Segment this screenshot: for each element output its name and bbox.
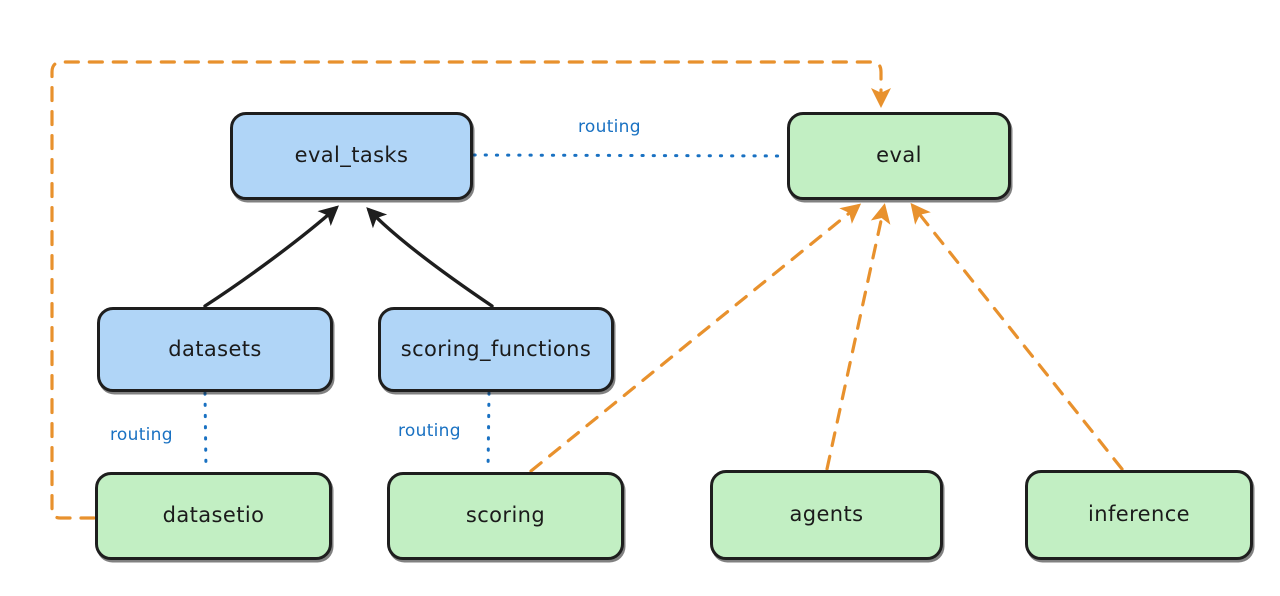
node-label-datasetio: datasetio [162,503,265,528]
node-label-inference: inference [1088,502,1190,527]
edge-label-routing-datasets-datasetio: routing [110,425,173,445]
edge-label-routing-scoring_functions-scoring: routing [398,421,461,441]
edge-label-routing-eval_tasks-eval: routing [578,117,641,137]
node-label-eval: eval [876,143,922,168]
node-label-scoring: scoring [465,503,546,528]
node-inference[interactable]: inference [1025,470,1253,560]
node-agents[interactable]: agents [710,470,943,560]
node-eval_tasks[interactable]: eval_tasks [230,112,473,200]
edge-datasets-to-datasetio [203,391,208,473]
node-datasets[interactable]: datasets [97,307,333,392]
edge-datasetio-to-eval [50,60,891,520]
edge-scoring_functions-to-eval_tasks [366,207,494,308]
edge-agents-to-eval [825,203,891,471]
edge-datasets-to-eval_tasks [203,205,339,308]
node-label-scoring_functions: scoring_functions [400,336,592,361]
node-datasetio[interactable]: datasetio [95,472,332,560]
node-scoring_functions[interactable]: scoring_functions [378,307,614,392]
node-eval[interactable]: eval [787,112,1011,200]
edge-inference-to-eval [910,202,1124,471]
node-label-agents: agents [789,502,864,527]
node-scoring[interactable]: scoring [387,472,624,560]
edge-scoring_functions-to-scoring [486,391,491,473]
node-label-datasets: datasets [168,336,262,361]
node-label-eval_tasks: eval_tasks [294,143,409,168]
edge-eval_tasks-to-eval [472,153,788,158]
